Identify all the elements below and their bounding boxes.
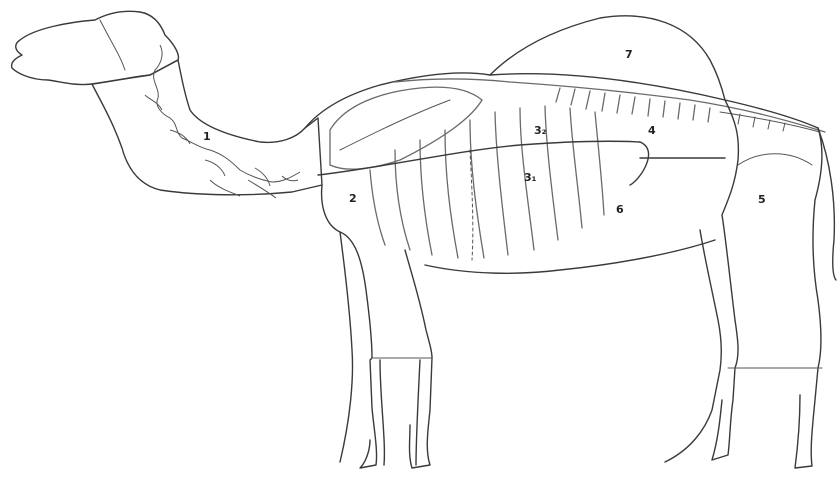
front-leg — [322, 185, 432, 468]
region-label-loin: 4 — [648, 124, 656, 137]
region-label-thorax-lower: 3₁ — [524, 171, 537, 184]
far-hind-leg — [665, 230, 721, 462]
scapula-spine — [340, 100, 450, 150]
neck-vertebrae-2 — [145, 95, 298, 186]
spine-vertebrae — [556, 88, 820, 132]
scapula — [330, 87, 482, 169]
region-label-neck: 1 — [203, 130, 211, 143]
neck-vertebrae — [154, 45, 300, 182]
neck-outline — [92, 60, 322, 195]
far-front-leg — [340, 232, 353, 462]
region-label-hump: 7 — [625, 48, 633, 61]
head-detail — [100, 20, 125, 70]
trunk-outline — [425, 142, 715, 273]
back-line — [305, 73, 818, 128]
region-label-hind: 5 — [758, 193, 766, 206]
region-label-thorax-upper: 3₂ — [534, 124, 547, 137]
hind-leg — [712, 100, 822, 468]
region-label-shoulder: 2 — [349, 192, 357, 205]
hump-outline — [490, 16, 725, 100]
region-label-flank: 6 — [616, 203, 624, 216]
front-leg-inner — [380, 360, 420, 465]
hip-detail — [738, 154, 812, 165]
ribs — [370, 106, 604, 258]
tail — [818, 128, 836, 280]
division-line — [318, 141, 640, 175]
